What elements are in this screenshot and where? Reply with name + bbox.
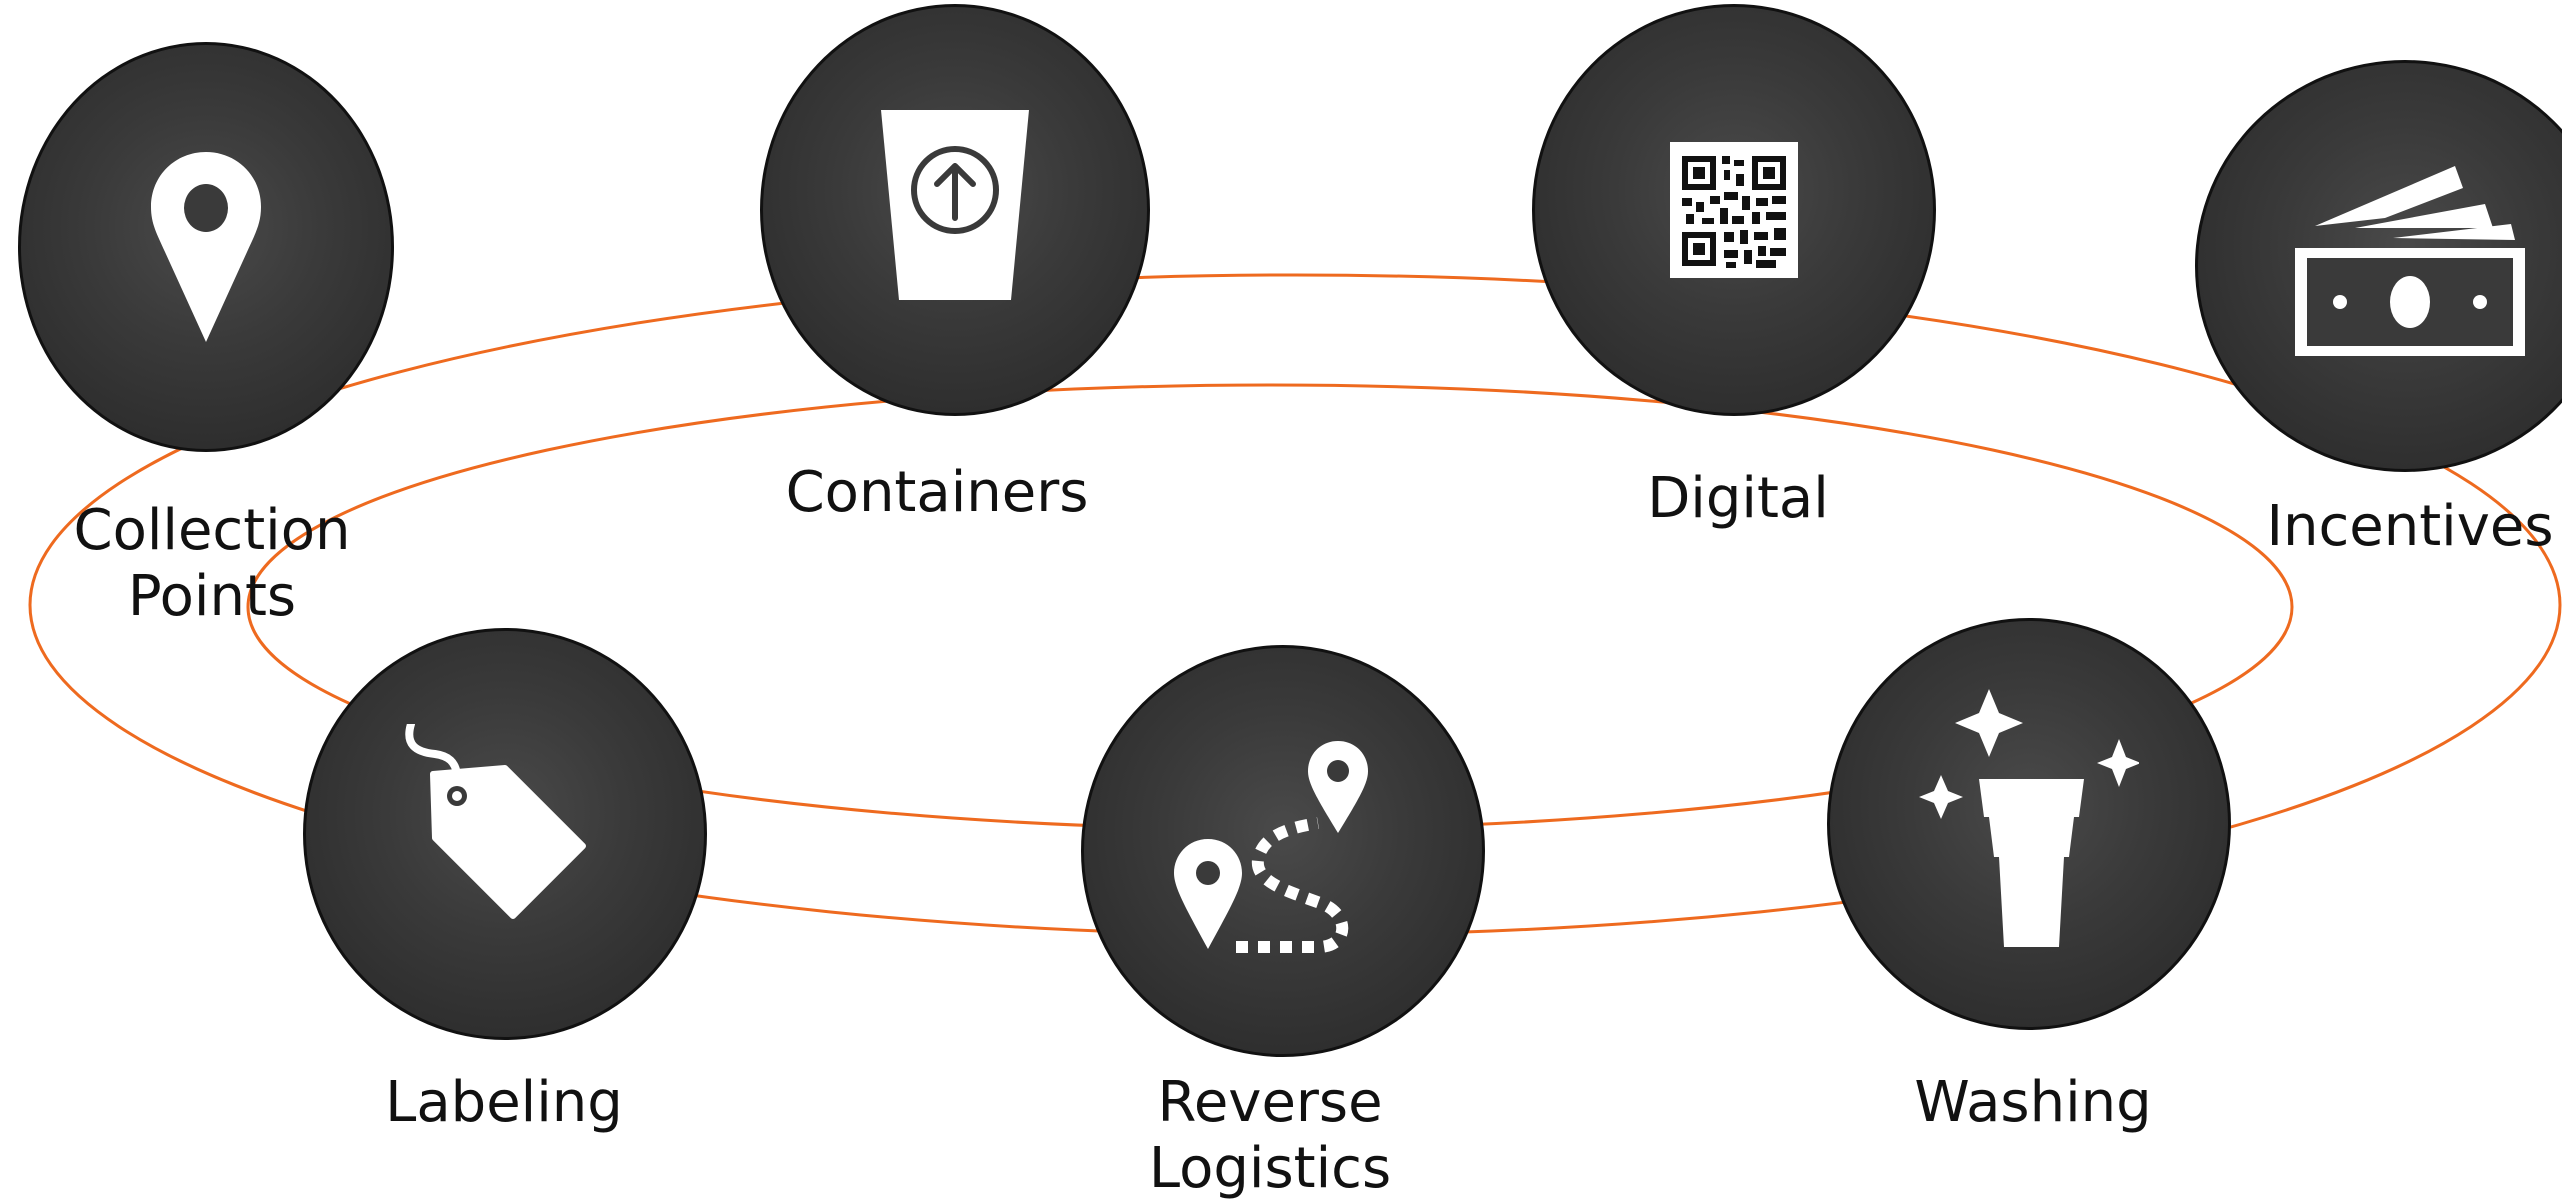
collection-points-node [18, 42, 394, 452]
reverse-label-line1: Reverse [1157, 1070, 1383, 1135]
digital-node [1532, 4, 1936, 416]
qr-code-icon [1670, 142, 1798, 278]
map-pin-icon [151, 152, 261, 342]
digital-label-line1: Digital [1647, 466, 1829, 531]
collection-points-label: Collection Points [74, 498, 351, 630]
reverse-logistics-node [1081, 645, 1485, 1057]
cash-icon [2295, 166, 2525, 356]
washing-label-line1: Washing [1914, 1070, 2152, 1135]
containers-label-line1: Containers [785, 460, 1089, 525]
route-icon [1174, 741, 1368, 953]
reverse-label-line2: Logistics [1148, 1136, 1392, 1201]
containers-node [760, 4, 1150, 416]
labeling-label: Labeling [385, 1070, 623, 1136]
digital-label: Digital [1647, 466, 1829, 532]
sparkle-cups-icon [1919, 689, 2139, 947]
incentives-label-line1: Incentives [2266, 494, 2554, 559]
washing-label: Washing [1914, 1070, 2151, 1136]
reverse-logistics-label: Reverse Logistics [1149, 1070, 1391, 1202]
labeling-label-line1: Labeling [385, 1070, 623, 1135]
labeling-node [303, 628, 707, 1040]
containers-label: Containers [786, 460, 1089, 526]
collection-label-line2: Points [127, 564, 297, 629]
tag-icon [405, 724, 586, 919]
washing-node [1827, 618, 2231, 1030]
collection-label-line1: Collection [73, 498, 351, 563]
incentives-label: Incentives [2266, 494, 2553, 560]
cup-upload-icon [881, 110, 1029, 300]
